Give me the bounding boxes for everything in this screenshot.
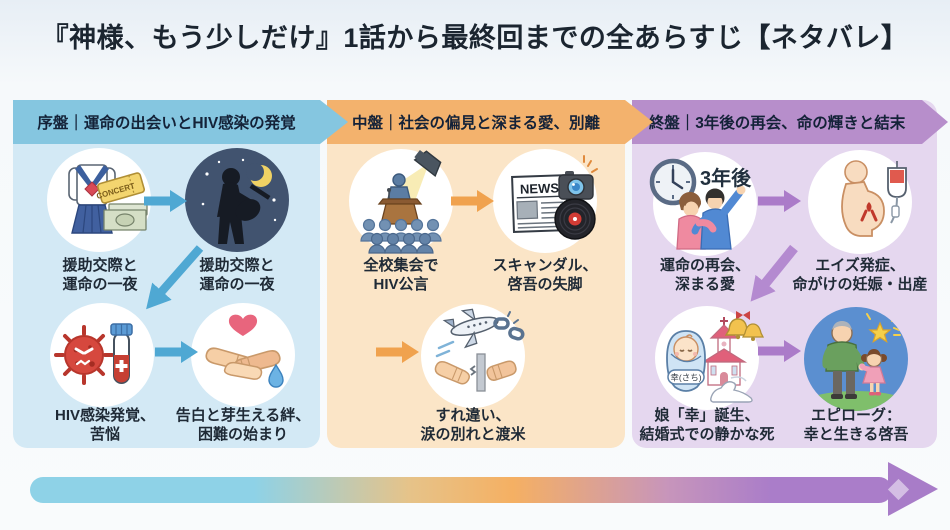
night-guitarist-icon: [185, 148, 289, 252]
panel-mid-header: 中盤｜社会の偏見と深まる愛、別離: [327, 100, 653, 144]
flow-arrow-diagonal-icon: [146, 245, 204, 310]
step-caption: 運命の再会、深まる愛: [659, 257, 750, 294]
clock-couple-reunion-icon: [649, 152, 757, 256]
panel-early-header-label: 序盤｜運命の出会いとHIV感染の発覚: [37, 115, 296, 132]
panel-mid-header-label: 中盤｜社会の偏見と深まる愛、別離: [351, 115, 600, 132]
airplane-separation-icon: [421, 304, 525, 408]
flow-arrow-right-icon: [758, 190, 801, 212]
arrow-band-icon: [13, 100, 348, 144]
baby-church-icon: 幸(さち): [655, 306, 765, 410]
flow-arrow-diagonal-icon: [750, 244, 798, 302]
arrow-band-icon: [632, 100, 948, 144]
step-caption: エピローグ：幸と生きる啓吾: [803, 407, 909, 444]
flow-arrow-right-icon: [758, 340, 801, 362]
step-caption: 援助交際と運命の一夜: [199, 257, 275, 294]
pregnancy-iv-icon: [808, 150, 912, 254]
school-assembly-icon: [349, 149, 453, 254]
step-caption: すれ違い、涙の別れと渡米: [420, 407, 526, 444]
uniform-ticket-money-icon: CONCERT: [47, 148, 151, 252]
arrow-band-icon: [327, 100, 653, 144]
step-caption: 娘「幸」誕生、結婚式での静かな死: [639, 407, 775, 444]
timeline-gradient-arrow: [30, 477, 892, 503]
panel-final-header: 終盤｜3年後の再会、命の輝きと結末: [632, 100, 948, 144]
flow-arrow-right-icon: [144, 190, 187, 212]
step-caption: 告白と芽生える絆、困難の始まり: [175, 407, 311, 444]
news-headline-label: NEWS: [520, 180, 560, 196]
three-years-later-label: 3年後: [700, 168, 752, 190]
flow-arrow-right-icon: [155, 341, 198, 363]
news-scandal-icon: NEWS: [493, 149, 598, 253]
step-caption: エイズ発症、命がけの妊娠・出産: [792, 257, 928, 294]
flow-arrow-right-icon: [376, 341, 419, 363]
flow-arrow-right-icon: [451, 190, 494, 212]
panel-final-header-label: 終盤｜3年後の再会、命の輝きと結末: [648, 115, 906, 132]
page-title: 『神様、もう少しだけ』1話から最終回までの全あらすじ【ネタバレ】: [41, 23, 909, 53]
hands-heart-icon: [191, 303, 295, 407]
family-epilogue-icon: [804, 307, 908, 411]
panel-early-header: 序盤｜運命の出会いとHIV感染の発覚: [13, 100, 348, 144]
baby-name-label: 幸(さち): [670, 373, 701, 383]
step-caption: HIV感染発覚、苦悩: [54, 407, 155, 444]
step-caption: スキャンダル、啓吾の失脚: [492, 257, 598, 294]
virus-blood-test-icon: [50, 303, 154, 407]
step-caption: 援助交際と運命の一夜: [62, 257, 138, 294]
